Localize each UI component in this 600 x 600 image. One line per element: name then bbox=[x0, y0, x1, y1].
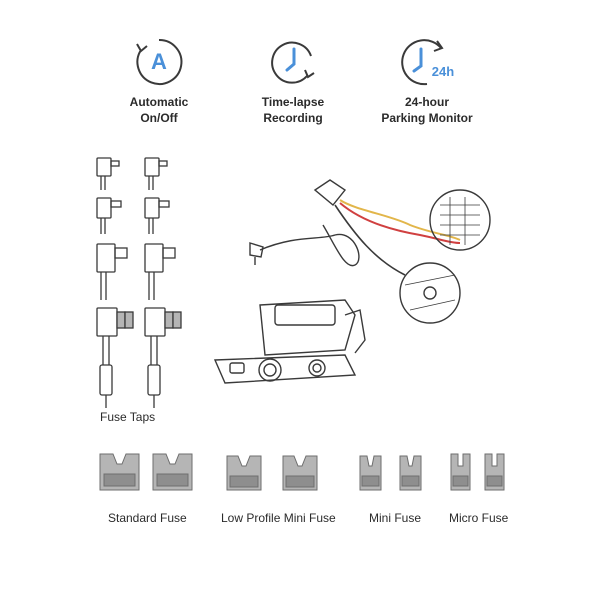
cable-regulator bbox=[313, 179, 347, 206]
mini-fuse-2 bbox=[399, 455, 422, 491]
fuse-types-illustration bbox=[99, 453, 505, 491]
feature-parking: 24h 24-hour Parking Monitor bbox=[362, 36, 492, 126]
red-wire bbox=[339, 202, 461, 244]
fuse-tap-mini-2 bbox=[144, 197, 170, 234]
low-profile-mini-fuse-2 bbox=[282, 455, 318, 491]
fuse-tap-standard-1 bbox=[96, 307, 134, 408]
feature-timelapse: Time-lapse Recording bbox=[228, 36, 358, 126]
yellow-wire bbox=[339, 199, 461, 241]
standard-fuse-1 bbox=[99, 453, 140, 491]
low-profile-mini-fuse-1 bbox=[226, 455, 262, 491]
feature-automatic: A Automatic On/Off bbox=[94, 36, 224, 126]
mini-fuse-1 bbox=[359, 455, 382, 491]
micro-fuse-1 bbox=[450, 453, 471, 491]
fuse-taps-illustration bbox=[96, 157, 182, 408]
feature-line1: Automatic bbox=[129, 95, 189, 109]
dashcam-body bbox=[213, 299, 366, 384]
mini-fuse-label: Mini Fuse bbox=[369, 511, 422, 525]
auto-letter: A bbox=[151, 49, 167, 74]
feature-line1: Time-lapse bbox=[261, 95, 325, 109]
feature-line1: 24-hour bbox=[404, 95, 449, 109]
micro-fuse-2 bbox=[484, 453, 505, 491]
feature-line2: On/Off bbox=[140, 111, 178, 125]
ground-wire bbox=[334, 204, 406, 276]
fuse-tap-mini-1 bbox=[96, 197, 122, 234]
standard-fuse-label: Standard Fuse bbox=[108, 511, 187, 525]
fuse-tap-lowprofile-1 bbox=[96, 243, 128, 300]
auto-onoff-icon: A bbox=[136, 38, 183, 85]
fuse-box-detail bbox=[429, 189, 491, 251]
ground-bolt-detail bbox=[399, 262, 461, 324]
micro-fuse-label: Micro Fuse bbox=[449, 511, 509, 525]
dashcam-cable-illustration bbox=[213, 179, 491, 384]
feature-line2: Parking Monitor bbox=[381, 111, 473, 125]
fuse-tap-micro-1 bbox=[96, 157, 120, 190]
fuse-tap-standard-2 bbox=[144, 307, 182, 408]
fuse-taps-label: Fuse Taps bbox=[100, 410, 156, 424]
time-lapse-icon bbox=[271, 41, 315, 84]
standard-fuse-2 bbox=[152, 453, 193, 491]
fuse-tap-lowprofile-2 bbox=[144, 243, 176, 300]
fuse-tap-micro-2 bbox=[144, 157, 168, 190]
feature-line2: Recording bbox=[263, 111, 323, 125]
badge-24h: 24h bbox=[432, 64, 454, 79]
low-profile-mini-fuse-label: Low Profile Mini Fuse bbox=[221, 511, 336, 525]
usb-plug bbox=[249, 242, 264, 258]
hardwire-cable bbox=[259, 224, 360, 267]
parking-monitor-24h-icon: 24h bbox=[401, 39, 454, 86]
